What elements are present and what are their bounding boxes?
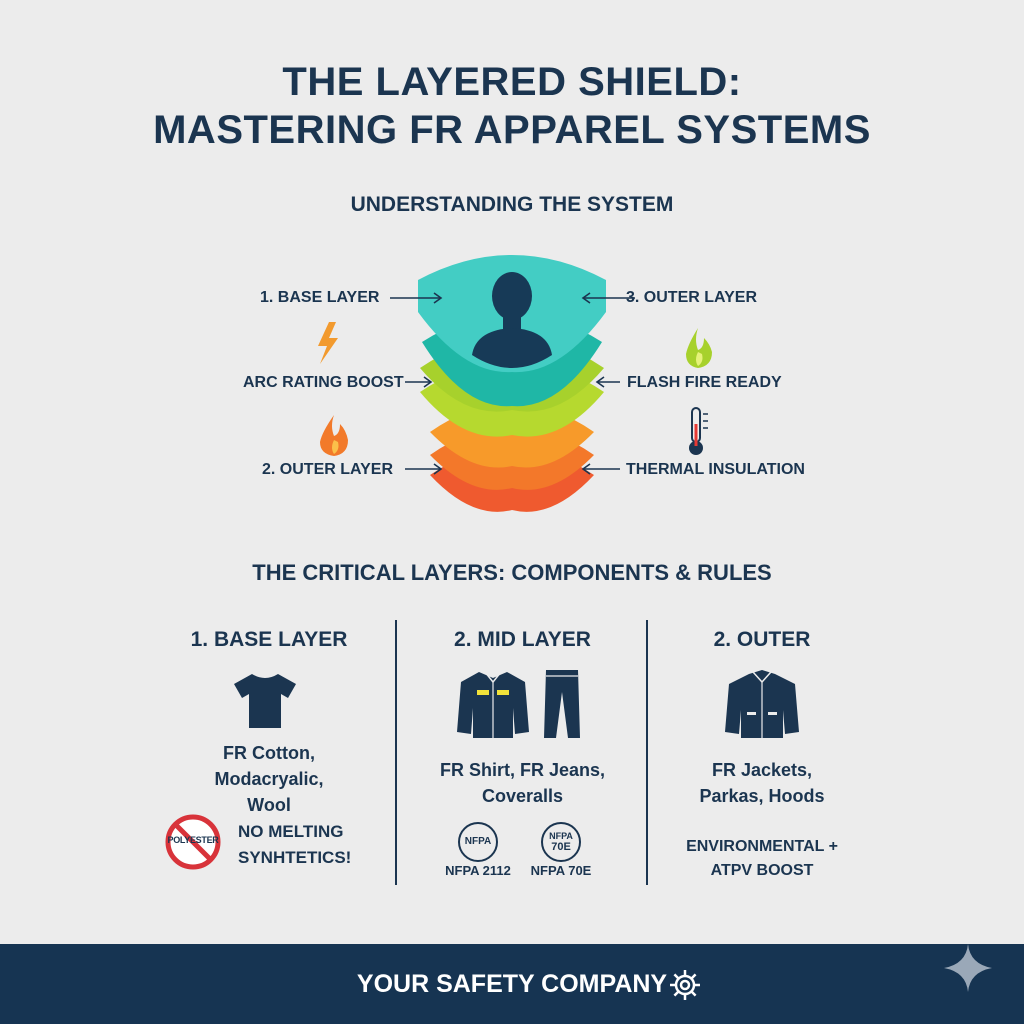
column-heading-mid: 2. MID LAYER xyxy=(454,628,591,651)
label-outer-layer-bottom: 2. OUTER LAYER xyxy=(262,461,393,478)
mid-desc-line-1: FR Shirt, FR Jeans, xyxy=(439,760,606,780)
outer-desc-line-2: Parkas, Hoods xyxy=(699,786,825,806)
nfpa-2112-badge: NFPA xyxy=(458,822,498,862)
label-thermal: THERMAL INSULATION xyxy=(626,461,805,478)
nfpa-2112-badge-text: NFPA xyxy=(464,836,492,847)
flame-orange-icon xyxy=(320,415,348,456)
base-desc-line-3: Wool xyxy=(247,795,291,815)
warning-line-1: NO MELTING xyxy=(238,822,344,841)
nfpa-70e-badge: NFPA 70E xyxy=(541,822,581,862)
sparkle-icon xyxy=(944,944,992,992)
label-flash-fire: FLASH FIRE READY xyxy=(627,374,782,391)
title-line-1: THE LAYERED SHIELD: xyxy=(282,60,742,104)
divider-2 xyxy=(646,620,648,885)
nfpa-70e-badge-line-1: NFPA xyxy=(549,831,573,841)
column-outer-layer: 2. OUTER xyxy=(652,628,872,652)
footer-bar: YOUR SAFETY COMPANY xyxy=(0,944,1024,1024)
thermometer-icon xyxy=(689,407,708,455)
label-outer-layer-top: 3. OUTER LAYER xyxy=(626,289,757,306)
base-desc-line-2: Modacryalic, xyxy=(214,769,324,789)
lightning-icon xyxy=(318,322,338,364)
shirt-icon xyxy=(457,671,529,738)
gear-icon xyxy=(670,970,700,1000)
nfpa-2112-caption: NFPA 2112 xyxy=(445,863,511,878)
column-base-desc: FR Cotton, Modacryalic, Wool xyxy=(150,740,388,818)
page-title: THE LAYERED SHIELD: MASTERING FR APPAREL… xyxy=(0,58,1024,154)
column-outer-note: ENVIRONMENTAL + ATPV BOOST xyxy=(652,835,872,883)
column-outer-desc: FR Jackets, Parkas, Hoods xyxy=(652,757,872,809)
column-mid-desc: FR Shirt, FR Jeans, Coveralls xyxy=(400,757,645,809)
outer-desc-line-1: FR Jackets, xyxy=(711,760,813,780)
system-heading: UNDERSTANDING THE SYSTEM xyxy=(350,193,674,216)
warning-line-2: SYNHTETICS! xyxy=(238,848,352,867)
no-polyester-icon: POLYESTER xyxy=(164,813,222,871)
nfpa-70e-caption: NFPA 70E xyxy=(530,863,592,878)
column-heading-base: 1. BASE LAYER xyxy=(190,628,348,651)
tshirt-icon xyxy=(234,674,296,728)
column-heading-outer: 2. OUTER xyxy=(713,628,811,651)
polyester-badge-text: POLYESTER xyxy=(167,835,219,845)
footer-company-name: YOUR SAFETY COMPANY xyxy=(356,970,668,998)
footer-company: YOUR SAFETY COMPANY xyxy=(0,970,1024,999)
warning-text: NO MELTING SYNHTETICS! xyxy=(238,819,351,871)
column-mid-layer: 2. MID LAYER xyxy=(400,628,645,652)
divider-1 xyxy=(395,620,397,885)
components-heading: THE CRITICAL LAYERS: COMPONENTS & RULES xyxy=(252,560,772,585)
outer-note-line-2: ATPV BOOST xyxy=(710,862,814,879)
outer-note-line-1: ENVIRONMENTAL + xyxy=(686,838,838,855)
flame-green-icon xyxy=(686,328,712,368)
jacket-icon xyxy=(725,670,799,738)
nfpa-70e-badge-line-2: 70E xyxy=(551,841,571,853)
jeans-icon xyxy=(544,670,580,738)
column-base-layer: 1. BASE LAYER xyxy=(150,628,388,652)
label-base-layer: 1. BASE LAYER xyxy=(260,289,380,306)
mid-desc-line-2: Coveralls xyxy=(481,786,564,806)
layer-diagram xyxy=(318,255,712,512)
person-icon xyxy=(472,272,552,368)
label-arc-rating: ARC RATING BOOST xyxy=(243,374,404,391)
title-line-2: MASTERING FR APPAREL SYSTEMS xyxy=(153,108,871,152)
base-desc-line-1: FR Cotton, xyxy=(223,743,315,763)
